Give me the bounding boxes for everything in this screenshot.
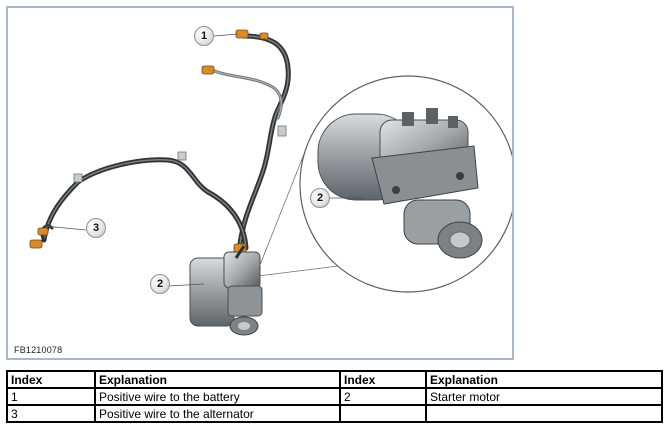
table-row: 1 Positive wire to the battery 2 Starter… [6,387,663,406]
battery-wire [237,33,291,247]
magnified-detail [299,75,512,293]
callout-2-leader [167,283,205,287]
cell-index: 2 [339,387,427,406]
callout-1-leader [213,33,239,37]
magnifier-leader-top [257,153,305,271]
header-explanation-2: Explanation [425,370,663,389]
cell-explanation: Starter motor [425,387,663,406]
legend-header-row: Index Explanation Index Explanation [6,370,663,389]
harness-clips [73,125,287,183]
callout-label: 2 [156,278,164,290]
cell-index: 3 [6,404,96,423]
callout-1: 1 [194,26,214,46]
table-row: 3 Positive wire to the alternator [6,404,663,423]
header-explanation: Explanation [94,370,341,389]
cell-index [339,404,427,423]
wiring-illustration [29,29,512,336]
figure-code: FB1210078 [14,345,63,355]
callout-2-detail: 2 [310,188,330,208]
upper-branch-wire [210,68,283,120]
starter-motor-small [189,245,263,336]
callout-3: 3 [86,218,106,238]
cell-explanation: Positive wire to the battery [94,387,341,406]
wire-connectors [29,29,269,254]
cell-explanation: Positive wire to the alternator [94,404,341,423]
magnifier-leader-bottom [257,265,339,277]
cell-explanation [425,404,663,423]
callout-label: 3 [92,222,100,234]
cell-index: 1 [6,387,96,406]
header-index-2: Index [339,370,427,389]
figure-frame: 1 2 3 2 FB1210078 [6,6,514,360]
alternator-wire [40,157,249,251]
callout-label: 1 [200,30,208,42]
callout-2: 2 [150,274,170,294]
callout-label: 2 [316,192,324,204]
header-index: Index [6,370,96,389]
callout-3-leader [43,225,87,231]
legend-table: Index Explanation Index Explanation 1 Po… [6,370,663,423]
